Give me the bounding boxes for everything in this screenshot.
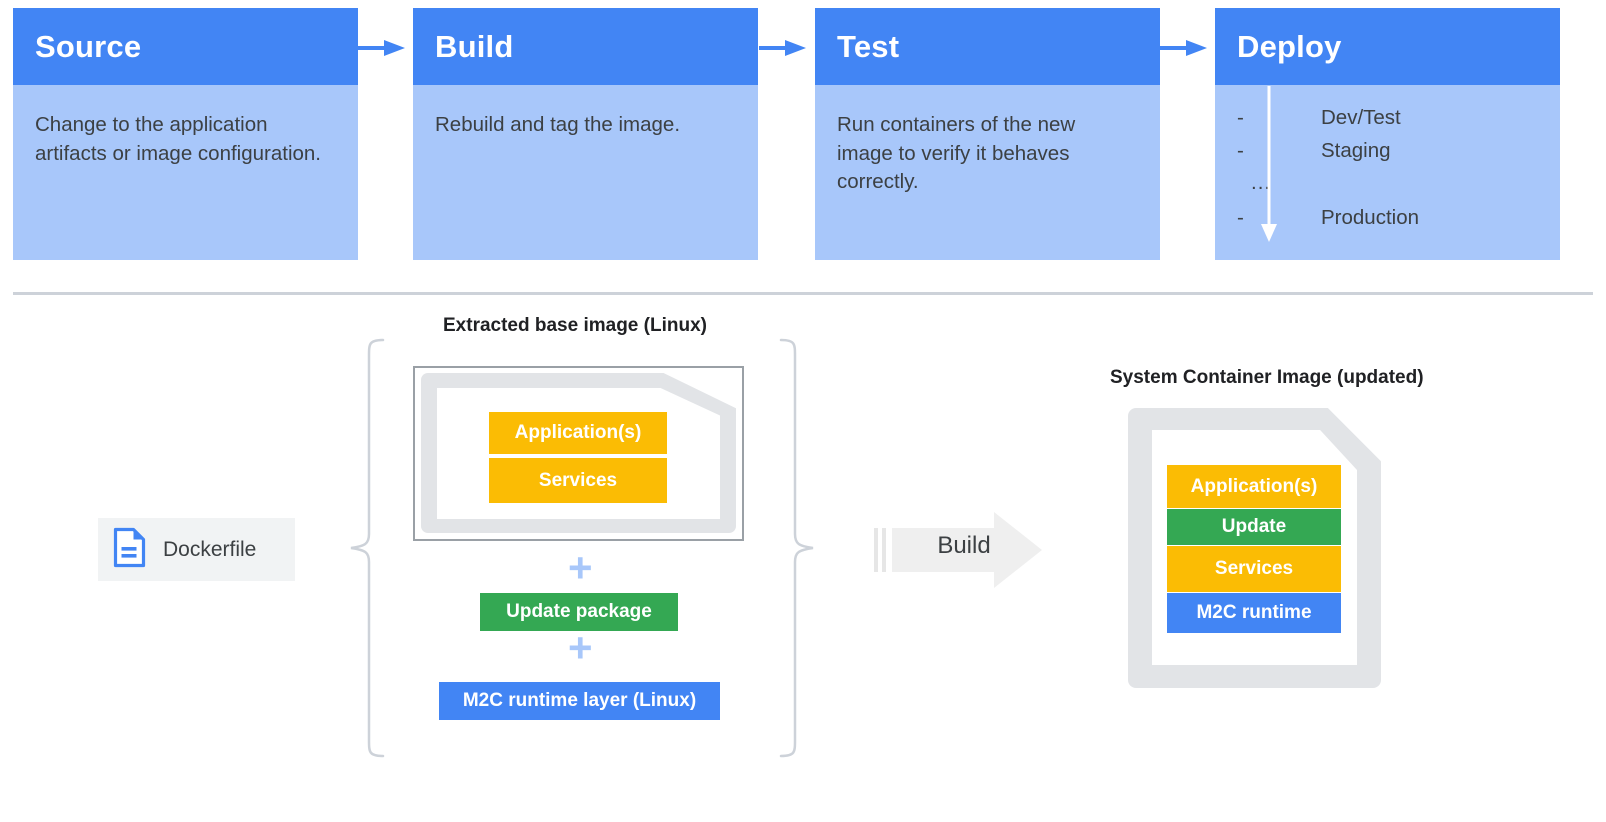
result-layer-applications: Application(s) xyxy=(1167,465,1341,508)
stage-title-build: Build xyxy=(435,28,514,64)
result-layer-update: Update xyxy=(1167,509,1341,545)
list-ellipsis: ... xyxy=(1251,171,1272,194)
list-item: - Dev/Test xyxy=(1237,106,1537,129)
pipeline-stage-source[interactable]: Source Change to the application artifac… xyxy=(13,8,358,260)
arrow-right-icon xyxy=(358,38,406,58)
list-item-label: Production xyxy=(1321,205,1420,229)
caption-system-container-image: System Container Image (updated) xyxy=(1110,367,1424,388)
stage-body-test: Run containers of the new image to verif… xyxy=(837,113,1076,194)
list-item-label: Staging xyxy=(1321,138,1391,162)
document-file-icon xyxy=(113,527,146,573)
layer-bar-m2c-runtime: M2C runtime layer (Linux) xyxy=(439,682,720,720)
list-item: - Staging xyxy=(1237,138,1537,162)
caption-extracted-base-image: Extracted base image (Linux) xyxy=(443,315,707,336)
pipeline-stage-deploy[interactable]: Deploy - Dev/Test - Staging ... - xyxy=(1215,8,1560,260)
plus-icon: + xyxy=(568,544,593,591)
build-arrow-label: Build xyxy=(937,532,991,559)
dockerfile-chip[interactable]: Dockerfile xyxy=(98,518,295,581)
layer-bar-applications: Application(s) xyxy=(489,412,667,454)
stage-header-source: Source xyxy=(13,8,358,85)
stage-header-test: Test xyxy=(815,8,1160,85)
result-layer-m2c-runtime: M2C runtime xyxy=(1167,593,1341,633)
arrow-down-icon xyxy=(1257,86,1281,244)
plus-icon: + xyxy=(568,624,593,671)
list-item: - Production xyxy=(1237,205,1537,229)
pipeline-stage-build[interactable]: Build Rebuild and tag the image. xyxy=(413,8,758,260)
stage-body-source: Change to the application artifacts or i… xyxy=(35,113,321,165)
build-flow-section: Extracted base image (Linux) System Cont… xyxy=(0,300,1606,822)
list-dash: - xyxy=(1237,205,1244,229)
stage-header-build: Build xyxy=(413,8,758,85)
section-divider xyxy=(13,292,1593,295)
base-image-frame xyxy=(413,366,744,541)
layer-bar-services: Services xyxy=(489,458,667,503)
curly-brace-left-icon xyxy=(349,338,385,758)
stage-title-test: Test xyxy=(837,28,900,64)
arrow-right-block-icon xyxy=(874,512,1042,588)
pipeline-section: Source Change to the application artifac… xyxy=(0,0,1606,270)
stage-title-deploy: Deploy xyxy=(1237,28,1342,64)
stage-body-build: Rebuild and tag the image. xyxy=(435,113,681,136)
list-dash: - xyxy=(1237,138,1244,162)
stage-title-source: Source xyxy=(35,28,142,64)
curly-brace-right-icon xyxy=(779,338,815,758)
list-item-ellipsis: ... xyxy=(1251,171,1537,194)
dockerfile-label: Dockerfile xyxy=(163,537,257,561)
list-item-label: Dev/Test xyxy=(1321,106,1401,129)
result-layer-services: Services xyxy=(1167,546,1341,592)
layer-bar-update-package: Update package xyxy=(480,593,678,631)
arrow-right-icon xyxy=(759,38,807,58)
arrow-right-icon xyxy=(1160,38,1208,58)
list-dash: - xyxy=(1237,106,1244,129)
pipeline-stage-test[interactable]: Test Run containers of the new image to … xyxy=(815,8,1160,260)
stage-header-deploy: Deploy xyxy=(1215,8,1560,85)
deploy-environment-list: - Dev/Test - Staging ... - Production xyxy=(1237,86,1537,242)
